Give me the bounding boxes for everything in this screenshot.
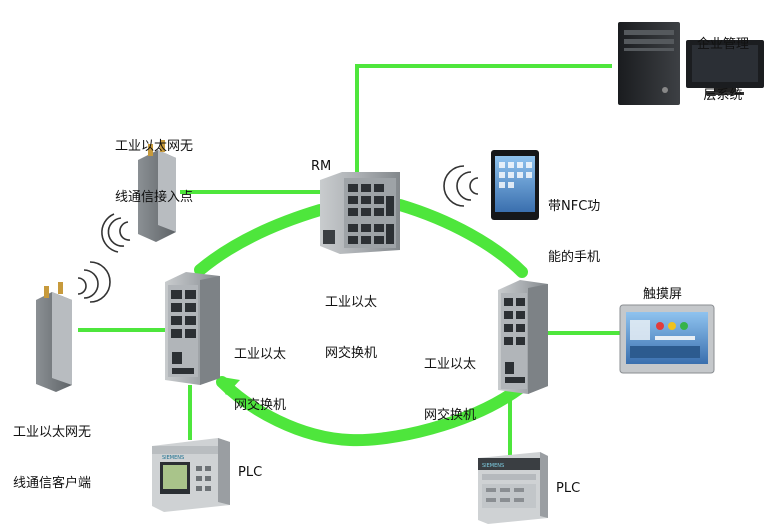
link-rm-to-mgmt [355,64,612,172]
ring-link [194,199,528,447]
nfc-phone-icon [491,150,539,220]
label-ap-line1: 工业以太网无 [114,139,193,154]
label-plc-right: PLC [556,481,581,496]
label-client-line2: 线通信客户端 [12,476,91,491]
label-switch-top-line1: 工业以太 [325,295,378,310]
label-nfc-line2: 能的手机 [548,250,601,265]
siemens-mark: SIEMENS [162,455,184,461]
label-hmi: 触摸屏 [643,287,683,302]
label-client-line1: 工业以太网无 [12,425,91,440]
label-nfc-phone: 带NFC功 能的手机 [548,164,600,283]
siemens-mark: SIEMENS [482,463,504,469]
label-nfc-line1: 带NFC功 [548,199,601,214]
ring-arc-bottom [216,376,526,447]
label-rm: RM [311,159,332,174]
label-switch-right: 工业以太 网交换机 [424,322,476,441]
client-signal-icon [77,261,111,303]
label-switch-left: 工业以太 网交换机 [234,312,286,431]
label-enterprise-line1: 企业管理 [696,37,749,52]
label-plc-left: PLC [238,465,263,480]
right-plc-icon: SIEMENS [478,452,548,524]
label-switch-right-line1: 工业以太 [424,357,477,372]
hmi-touchscreen-icon [619,304,715,374]
label-switch-top: 工业以太 网交换机 [325,260,377,379]
label-enterprise-system: 企业管理 层系统 [684,2,762,121]
label-wireless-ap: 工业以太网无 线通信接入点 [104,104,204,223]
label-wireless-client: 工业以太网无 线通信客户端 [0,390,104,509]
label-enterprise-line2: 层系统 [703,88,743,103]
ring-arrowhead [216,376,240,395]
enterprise-pc-icon [618,22,764,105]
left-plc-icon: SIEMENS [152,438,230,512]
phone-signal-icon [443,165,479,207]
label-switch-right-line2: 网交换机 [424,408,477,423]
left-switch-icon [165,272,220,385]
right-switch-icon [498,280,548,394]
label-switch-left-line1: 工业以太 [234,347,287,362]
ring-arc-top-left [194,204,326,276]
rm-switch-icon [320,172,400,254]
label-switch-top-line2: 网交换机 [325,346,378,361]
wireless-client-icon [36,282,72,392]
wireless-access-point-icon [138,140,176,242]
label-ap-line2: 线通信接入点 [114,190,193,205]
ring-arc-top-right [394,199,528,278]
device-links [78,64,620,455]
label-switch-left-line2: 网交换机 [234,398,287,413]
ap-signal-icon [101,213,131,253]
